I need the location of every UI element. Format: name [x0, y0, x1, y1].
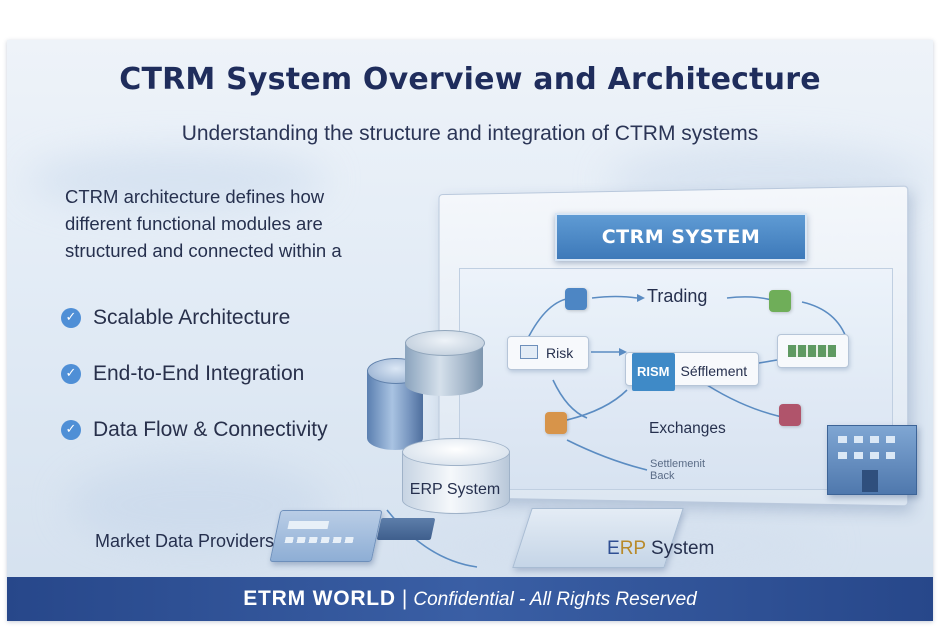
risk-node: Risk: [507, 336, 589, 370]
feature-item: ✓ End-to-End Integration: [61, 346, 328, 402]
page-subtitle: Understanding the structure and integrat…: [181, 122, 759, 145]
settlement-back-label: Settlemenit Back: [650, 458, 706, 482]
feature-label: Data Flow & Connectivity: [93, 418, 328, 441]
trading-module-icon: [565, 288, 587, 310]
settlement-label: Séfflement: [680, 363, 748, 379]
footer-bar: ETRM WORLD|Confidential - All Rights Res…: [7, 577, 933, 621]
footer-brand: ETRM WORLD: [243, 587, 396, 610]
market-data-terminal: [269, 510, 383, 562]
feature-item: ✓ Data Flow & Connectivity: [61, 402, 328, 458]
exchange-module-icon: [545, 412, 567, 434]
chart-icon: [520, 345, 538, 359]
check-circle-icon: ✓: [61, 364, 81, 384]
page-title: CTRM System Overview and Architecture: [119, 62, 821, 97]
database-cylinder: [405, 330, 485, 396]
table-icon: [788, 345, 836, 357]
intro-text: CTRM architecture defines how different …: [65, 186, 342, 261]
erp-system-bottom-label: ERP System: [607, 538, 715, 559]
trading-label: Trading: [647, 286, 708, 306]
feature-item: ✓ Scalable Architecture: [61, 290, 328, 346]
building-icon: [827, 425, 917, 495]
slide-card: CTRM System Overview and Architecture Un…: [7, 40, 933, 621]
footer-text: Confidential - All Rights Reserved: [413, 589, 697, 610]
grid-node: [777, 334, 849, 368]
market-data-label: Market Data Providers: [95, 531, 275, 551]
feature-list: ✓ Scalable Architecture ✓ End-to-End Int…: [61, 290, 328, 458]
risk-label: Risk: [546, 345, 574, 361]
ctrm-system-label: CTRM SYSTEM: [555, 213, 807, 261]
rism-badge: RISM: [632, 353, 675, 391]
settlement-module-icon: [769, 290, 791, 312]
check-circle-icon: ✓: [61, 420, 81, 440]
feature-label: End-to-End Integration: [93, 362, 305, 385]
check-circle-icon: ✓: [61, 308, 81, 328]
footer-separator: |: [401, 587, 408, 610]
card-reader-icon: [376, 518, 436, 540]
erp-system-cylinder: [402, 438, 510, 514]
exchanges-label: Exchanges: [649, 420, 726, 437]
feature-label: Scalable Architecture: [93, 306, 291, 329]
settlement-node: RISM Séfflement: [625, 352, 759, 391]
erp-system-label: ERP System: [409, 481, 501, 498]
report-module-icon: [779, 404, 801, 426]
